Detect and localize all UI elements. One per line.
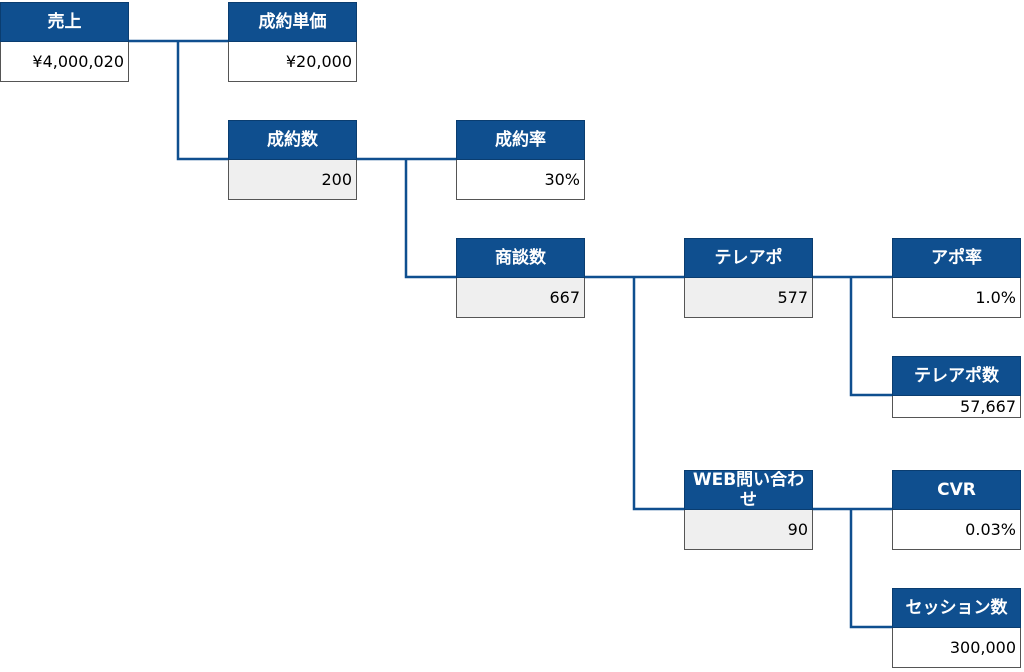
node-apo-rate-label: アポ率 bbox=[892, 238, 1021, 278]
node-web-inquiries: WEB問い合わせ 90 bbox=[684, 470, 813, 550]
node-apo-rate: アポ率 1.0% bbox=[892, 238, 1021, 318]
node-deals-value: 667 bbox=[456, 278, 585, 318]
node-sales-label: 売上 bbox=[0, 2, 129, 42]
node-teleapo-label: テレアポ bbox=[684, 238, 813, 278]
node-unit-price-value: ¥20,000 bbox=[228, 42, 357, 82]
node-sales: 売上 ¥4,000,020 bbox=[0, 2, 129, 82]
node-unit-price-label: 成約単価 bbox=[228, 2, 357, 42]
node-sessions-value: 300,000 bbox=[892, 628, 1021, 668]
node-teleapo-count: テレアポ数 57,667 bbox=[892, 356, 1021, 418]
node-contracts: 成約数 200 bbox=[228, 120, 357, 200]
node-apo-rate-value: 1.0% bbox=[892, 278, 1021, 318]
node-contracts-label: 成約数 bbox=[228, 120, 357, 160]
node-teleapo-value: 577 bbox=[684, 278, 813, 318]
node-deals: 商談数 667 bbox=[456, 238, 585, 318]
connector-web-to-sessions bbox=[849, 509, 892, 629]
node-cvr-label: CVR bbox=[892, 470, 1021, 510]
node-contracts-value: 200 bbox=[228, 160, 357, 200]
node-web-inquiries-value: 90 bbox=[684, 510, 813, 550]
node-teleapo-count-value: 57,667 bbox=[892, 396, 1021, 418]
connector-teleapo-to-teleapo-count bbox=[849, 277, 892, 397]
node-sessions: セッション数 300,000 bbox=[892, 588, 1021, 668]
node-sales-value: ¥4,000,020 bbox=[0, 42, 129, 82]
node-teleapo: テレアポ 577 bbox=[684, 238, 813, 318]
node-sessions-label: セッション数 bbox=[892, 588, 1021, 628]
node-cvr-value: 0.03% bbox=[892, 510, 1021, 550]
node-close-rate-value: 30% bbox=[456, 160, 585, 200]
node-web-inquiries-label: WEB問い合わせ bbox=[684, 470, 813, 510]
node-cvr: CVR 0.03% bbox=[892, 470, 1021, 550]
node-unit-price: 成約単価 ¥20,000 bbox=[228, 2, 357, 82]
connector-sales-to-contracts bbox=[176, 41, 228, 161]
node-deals-label: 商談数 bbox=[456, 238, 585, 278]
node-teleapo-count-label: テレアポ数 bbox=[892, 356, 1021, 396]
node-close-rate: 成約率 30% bbox=[456, 120, 585, 200]
connector-contracts-to-deals bbox=[404, 159, 456, 279]
connector-deals-to-web bbox=[632, 277, 684, 511]
node-close-rate-label: 成約率 bbox=[456, 120, 585, 160]
